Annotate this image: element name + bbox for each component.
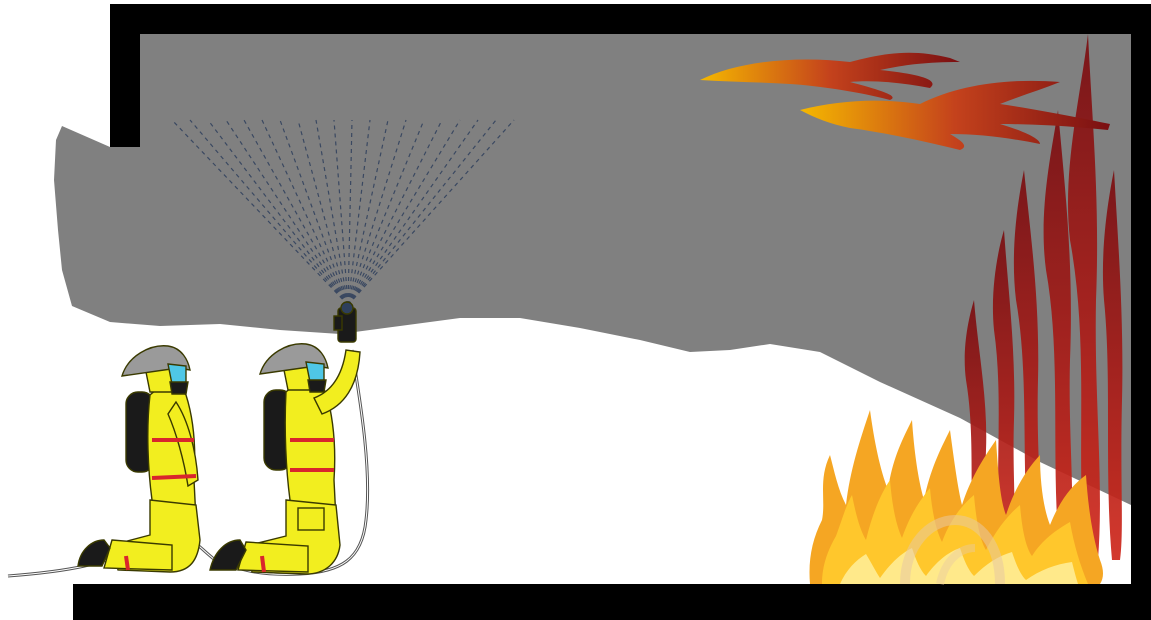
ceiling-wall: [110, 4, 1150, 34]
reflective-band: [152, 476, 196, 478]
nozzle-tip: [341, 302, 353, 314]
mask-regulator: [170, 382, 188, 394]
firefighter-rear: [78, 346, 200, 572]
lower-leg: [104, 540, 172, 570]
reflective-band: [262, 556, 264, 572]
firefighter-nozzle: [210, 302, 360, 574]
right-wall: [1131, 4, 1151, 609]
mask-lens: [168, 364, 186, 384]
pocket: [298, 508, 324, 530]
lower-leg: [238, 542, 308, 572]
reflective-band: [126, 556, 128, 570]
mask-lens: [306, 362, 324, 382]
back-wall-top: [110, 4, 140, 147]
nozzle-bail: [334, 316, 342, 330]
mask-regulator: [308, 380, 326, 392]
floor: [73, 584, 1151, 620]
